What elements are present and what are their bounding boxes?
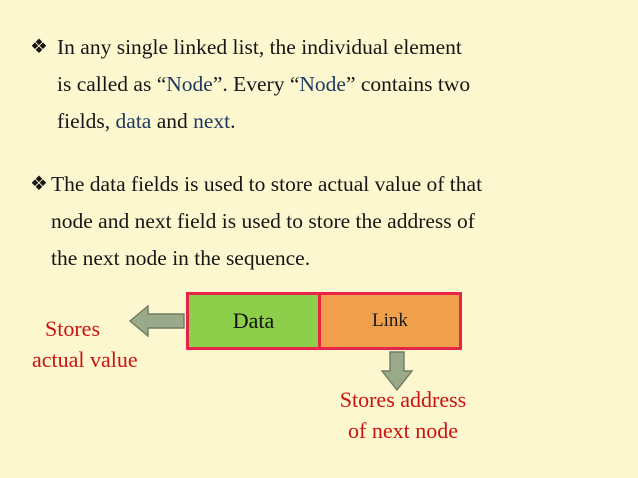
keyword-data: data [115, 109, 152, 133]
caption-right-line-2: of next node [348, 418, 458, 443]
bullet-paragraph-2-body: The data fields is used to store actual … [51, 166, 615, 277]
left-arrow-shape [128, 304, 185, 338]
text-run: ”. Every “ [212, 72, 300, 96]
keyword-next: next [193, 109, 231, 133]
paragraph-1-line-1: In any single linked list, the individua… [57, 35, 462, 59]
node-diagram-box: Data Link [186, 292, 462, 350]
caption-left-line-2: actual value [32, 347, 138, 372]
node-data-cell: Data [189, 295, 321, 347]
caption-stores-actual-value: Stores actual value [32, 313, 138, 375]
text-run: fields, [57, 109, 116, 133]
paragraph-2-line-1: The data fields is used to store actual … [51, 172, 483, 196]
bullet-paragraph-1: ❖ In any single linked list, the individ… [30, 29, 610, 140]
text-run: is called as “ [57, 72, 167, 96]
diamond-bullet-icon: ❖ [30, 36, 48, 58]
text-run: . [230, 109, 236, 133]
down-arrow-icon [380, 351, 414, 392]
down-arrow-shape [380, 351, 414, 392]
caption-stores-address: Stores address of next node [318, 384, 488, 446]
paragraph-1-line-3: fields, data and next. [57, 103, 610, 140]
caption-left-line-1: Stores [45, 316, 100, 341]
diamond-bullet-icon: ❖ [30, 173, 48, 195]
left-arrow-icon [128, 304, 185, 338]
node-link-label: Link [372, 310, 408, 331]
bullet-paragraph-2: ❖ The data fields is used to store actua… [30, 166, 615, 277]
node-link-cell: Link [321, 295, 459, 347]
paragraph-1-line-2: is called as “Node”. Every “Node” contai… [57, 66, 610, 103]
text-run: ” contains two [345, 72, 471, 96]
node-data-label: Data [232, 308, 275, 333]
caption-right-line-1: Stores address [339, 387, 467, 412]
paragraph-2-line-2: node and next field is used to store the… [51, 209, 475, 233]
keyword-node-2: Node [299, 72, 346, 96]
paragraph-2-line-3: the next node in the sequence. [51, 246, 311, 270]
keyword-node-1: Node [166, 72, 213, 96]
text-run: and [151, 109, 194, 133]
bullet-paragraph-1-body: In any single linked list, the individua… [57, 29, 610, 140]
